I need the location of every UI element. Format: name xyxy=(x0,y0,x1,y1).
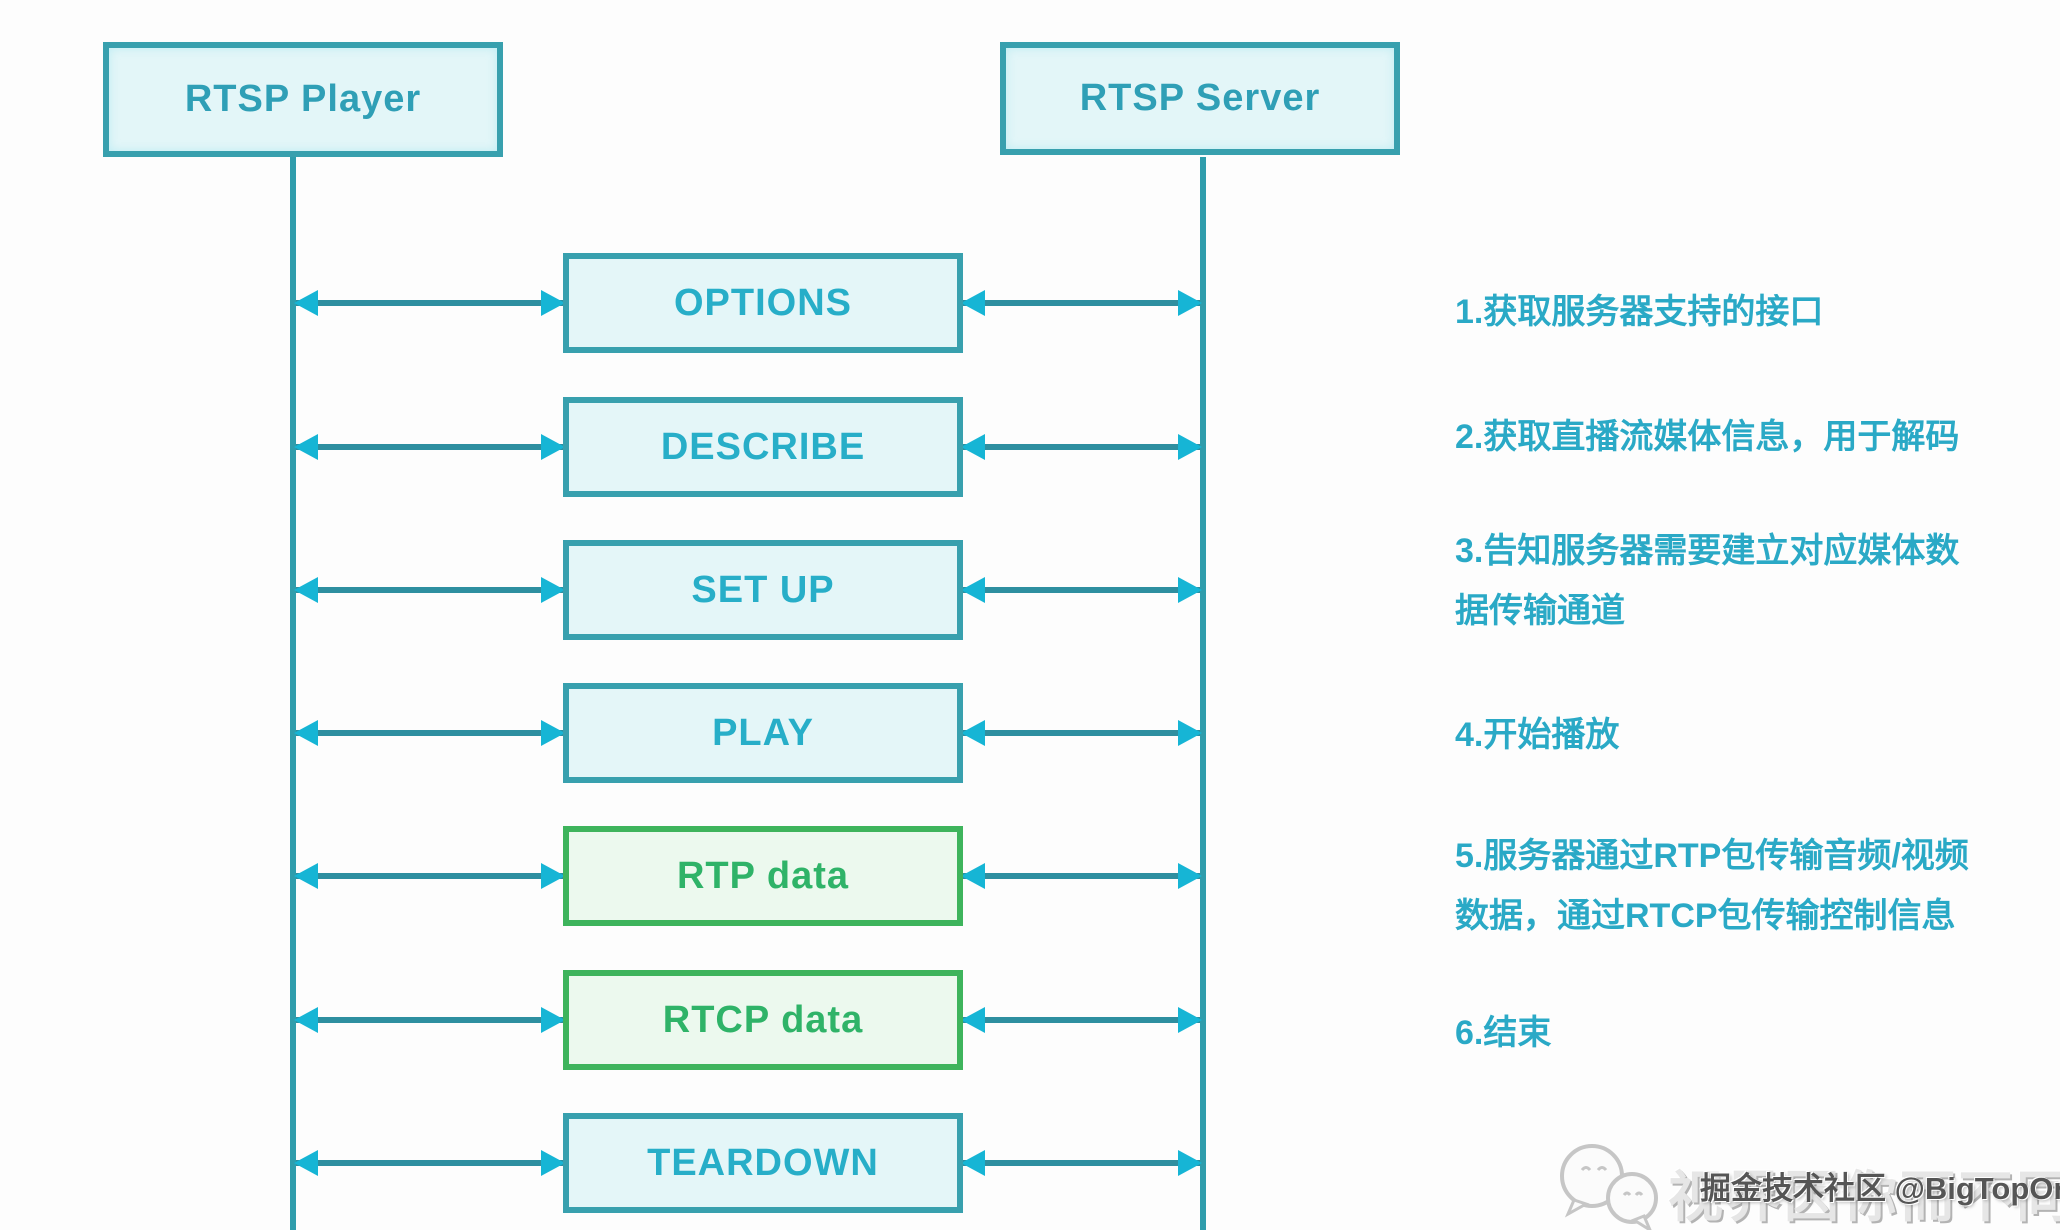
message-box-play: PLAY xyxy=(563,683,963,783)
message-box-describe: DESCRIBE xyxy=(563,397,963,497)
annotation-5: 5.服务器通过RTP包传输音频/视频 数据，通过RTCP包传输控制信息 xyxy=(1455,837,1969,935)
arrow-rtcp-server xyxy=(961,1007,1202,1033)
arrow-player-play xyxy=(294,720,565,746)
message-box-rtp-data: RTP data xyxy=(563,826,963,926)
message-box-options: OPTIONS xyxy=(563,253,963,353)
arrow-player-rtcp xyxy=(294,1007,565,1033)
server-lifeline xyxy=(1200,157,1206,1230)
arrow-player-describe xyxy=(294,434,565,460)
arrow-player-options xyxy=(294,290,565,316)
arrow-player-rtp xyxy=(294,863,565,889)
player-lifeline xyxy=(290,157,296,1230)
arrow-player-teardown xyxy=(294,1150,565,1176)
arrow-player-setup xyxy=(294,577,565,603)
annotation-4: 4.开始播放 xyxy=(1455,716,1620,754)
watermark-slogan: 视界因你而不同 xyxy=(1668,1166,2060,1228)
arrow-options-server xyxy=(961,290,1202,316)
annotation-1: 1.获取服务器支持的接口 xyxy=(1455,293,1824,331)
annotation-3: 3.告知服务器需要建立对应媒体数 据传输通道 xyxy=(1455,532,1960,630)
arrow-rtp-server xyxy=(961,863,1202,889)
arrow-teardown-server xyxy=(961,1150,1202,1176)
message-box-rtcp-data: RTCP data xyxy=(563,970,963,1070)
arrow-play-server xyxy=(961,720,1202,746)
arrow-setup-server xyxy=(961,577,1202,603)
message-box-teardown: TEARDOWN xyxy=(563,1113,963,1213)
entity-rtsp-player: RTSP Player xyxy=(103,42,503,157)
annotation-6: 6.结束 xyxy=(1455,1014,1552,1052)
entity-rtsp-server: RTSP Server xyxy=(1000,42,1400,155)
wechat-chat-bubbles-icon xyxy=(1560,1144,1658,1230)
watermark-credit: 掘金技术社区 @BigTopOne xyxy=(1700,1171,2060,1206)
message-box-setup: SET UP xyxy=(563,540,963,640)
annotation-2: 2.获取直播流媒体信息，用于解码 xyxy=(1455,418,1960,456)
arrow-describe-server xyxy=(961,434,1202,460)
